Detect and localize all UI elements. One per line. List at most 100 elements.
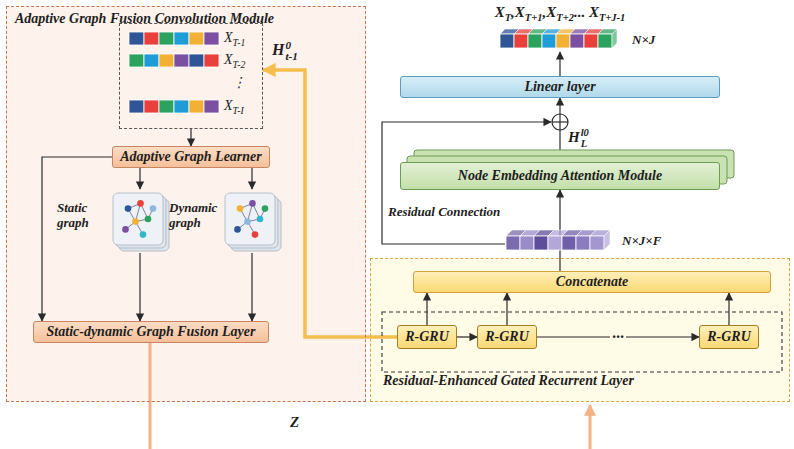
box-label: R-GRU (707, 329, 751, 345)
output-arrow (559, 52, 560, 76)
graph-vertex (145, 216, 152, 223)
box-label: Linear layer (524, 79, 595, 95)
state-label: Hl0L (568, 128, 589, 149)
graph-vertex (140, 231, 147, 238)
sequence-bar (174, 54, 189, 67)
graph-vertex (237, 205, 244, 212)
sequence-bar (159, 100, 174, 113)
sequence-label: XT-I (224, 98, 244, 116)
sequence-bar (144, 32, 159, 45)
subscript: T (505, 12, 511, 23)
module-panel: ConcatenateR-GRUR-GRUR-GRUResidual-Enhan… (370, 258, 790, 402)
script-stack: 0t-1 (285, 40, 297, 62)
text-run: X (224, 30, 233, 45)
subscript: T-I (233, 105, 244, 116)
attention-box: Node Embedding Attention Module (400, 162, 720, 190)
graph-vertex (244, 218, 251, 225)
graph-figure: Static graph (57, 189, 169, 253)
graph-sheet (225, 193, 275, 245)
text-run: H (272, 41, 284, 58)
process-box: Static-dynamic Graph Fusion Layer (33, 321, 269, 343)
rgru-box: R-GRU (397, 325, 457, 349)
box-label: Static-dynamic Graph Fusion Layer (47, 324, 256, 340)
text-run: , (543, 4, 547, 20)
text-run: X (495, 4, 505, 20)
subscript: T+J-1 (599, 12, 625, 23)
sum-symbol (552, 114, 568, 130)
superscript: l0 (581, 128, 589, 139)
output-tensor (500, 29, 617, 48)
text-run: X (224, 98, 233, 113)
graph-vertex (234, 226, 241, 233)
flow-arrow (506, 293, 507, 325)
graph-vertex (137, 200, 144, 207)
sequence-bar (159, 32, 174, 45)
hidden-state-arrow (263, 70, 397, 337)
sequence-bar (189, 54, 204, 67)
ellipsis-label: ··· (610, 328, 626, 346)
flow-arrow (251, 253, 252, 321)
panel-title: Adaptive Graph Fusion Convolution Module (15, 11, 274, 27)
rgru-box: R-GRU (699, 325, 759, 349)
text-run: X (515, 4, 525, 20)
sequence-bar (189, 100, 204, 113)
sequence-bar (204, 54, 219, 67)
box-label: Concatenate (556, 274, 628, 290)
subscript: T-1 (233, 37, 246, 48)
flow-arrow (139, 168, 140, 189)
sequence-bar (174, 32, 189, 45)
dimension-label: N×J (632, 32, 655, 48)
graph-vertex (249, 200, 256, 207)
flow-arrow (190, 129, 191, 146)
flow-arrow (139, 253, 140, 321)
input-sequence-box: XT-1XT-2⋮XT-I (119, 23, 263, 129)
text-run: ... (574, 4, 589, 20)
dimension-label: N×J×F (622, 233, 661, 249)
flow-arrow (42, 157, 112, 321)
superscript: 0 (285, 40, 297, 51)
sequence-bar (129, 32, 144, 45)
sequence-label: ⋮ (232, 74, 246, 91)
sequence-bar (159, 54, 174, 67)
sequence-bar (174, 100, 189, 113)
sequence-bar (189, 32, 204, 45)
process-box: Linear layer (400, 76, 720, 98)
graph-sheet (113, 193, 163, 245)
graph-vertex (132, 218, 139, 225)
graph-figure: Dynamic graph (169, 189, 281, 253)
sequence-bar (204, 32, 219, 45)
sequence-label: XT-2 (224, 52, 245, 70)
graph-vertex (257, 216, 264, 223)
graph-vertex (262, 205, 269, 212)
flow-arrow (728, 293, 729, 325)
rgru-box: R-GRU (477, 325, 537, 349)
text-run: X (224, 52, 233, 67)
graph-vertex (122, 226, 129, 233)
box-label: R-GRU (405, 329, 449, 345)
subscript: L (581, 139, 589, 150)
box-label: Static graph (57, 201, 109, 231)
flow-arrow (251, 168, 252, 189)
recurrent-container (382, 312, 782, 372)
sequence-bar (144, 54, 159, 67)
graph-vertex (150, 205, 157, 212)
box-label: Adaptive Graph Learner (120, 149, 262, 165)
box-label: R-GRU (485, 329, 529, 345)
subscript: T-2 (233, 59, 246, 70)
state-label: H0t-1 (270, 40, 300, 62)
sequence-label: XT-1 (224, 30, 245, 48)
text-run: H (568, 129, 580, 145)
box-label: Node Embedding Attention Module (458, 168, 662, 184)
text-run: , (511, 4, 515, 20)
script-stack: l0L (581, 128, 589, 149)
text-run: X (546, 4, 556, 20)
subscript: t-1 (285, 51, 297, 62)
sequence-bar (129, 100, 144, 113)
feature-tensor (506, 230, 610, 250)
flow-arrow (426, 293, 427, 325)
process-box: Concatenate (413, 271, 771, 293)
process-box: Adaptive Graph Learner (112, 146, 270, 168)
panel-ground (6, 6, 366, 402)
z-line (149, 343, 152, 449)
text-run: X (589, 4, 599, 20)
